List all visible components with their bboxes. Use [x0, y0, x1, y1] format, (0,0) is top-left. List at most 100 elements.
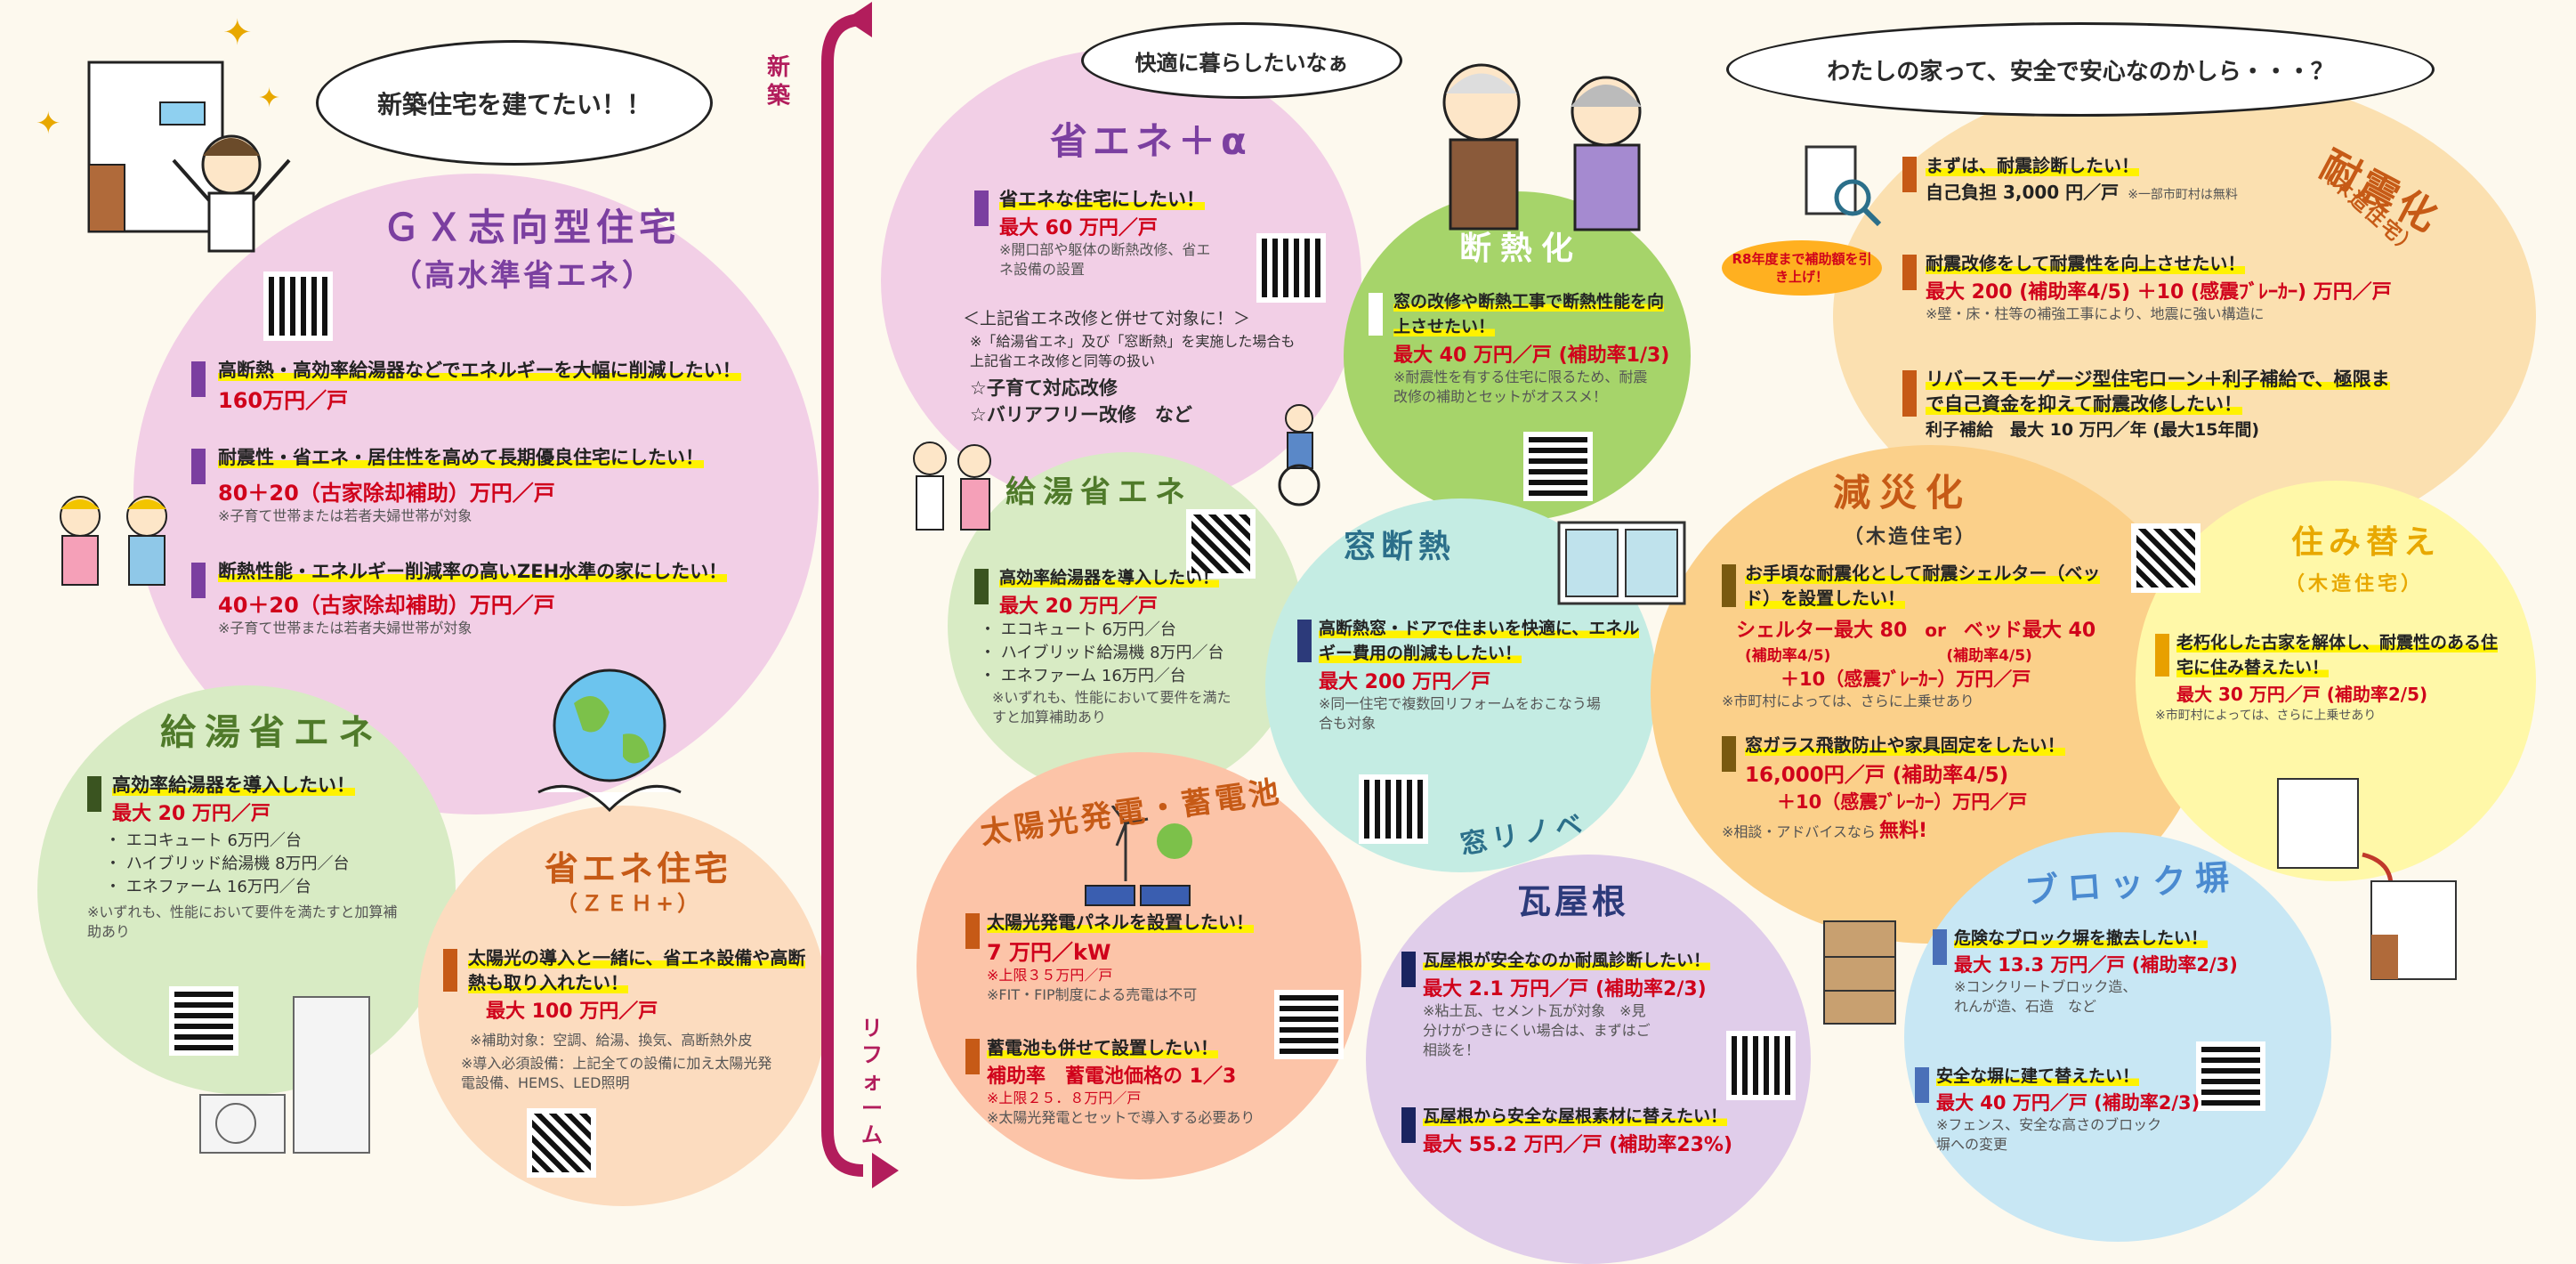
kyuto-new-circle — [37, 685, 456, 1095]
shoene-alpha-qr-code[interactable] — [1256, 233, 1326, 303]
shoene-alpha-item-text: 省エネな住宅にしたい！ — [999, 189, 1205, 210]
block-item-1-note: ※コンクリートブロック造、れんが造、石造 など — [1954, 978, 2137, 1015]
kawara-item-1-note: ※粘土瓦、セメント瓦が対象 ※見分けがつきにくい場合は、まずはご相談を！ — [1423, 1002, 1651, 1058]
taishin-item-2-amount: 最大 200 (補助率4/5) ＋10 (感震ﾌﾞﾚｰｶｰ) 万円／戸 — [1926, 281, 2392, 304]
house-move-illustration — [2277, 778, 2457, 980]
solar-item-1-note-2: ※FIT・FIP制度による売電は不可 — [987, 986, 1198, 1003]
sumikae-item-text: 老朽化した古家を解体し、耐震性のある住宅に住み替えたい！ — [2176, 633, 2499, 677]
zeh-note-2: ※導入必須設備：上記全ての設備に加え太陽光発電設備、HEMS、LED照明 — [461, 1055, 772, 1091]
danetsu-note: ※耐震性を有する住宅に限るため、耐震改修の補助とセットがオススメ！ — [1393, 369, 1648, 405]
shoene-alpha-extra-2: ☆バリアフリー改修 など — [970, 404, 1192, 425]
taishin-item-2-text: 耐震改修をして耐震性を向上させたい！ — [1926, 253, 2246, 274]
family-illustration — [913, 442, 991, 531]
mado-item: 高断熱窓・ドアで住まいを快適に、エネルギー費用の削減もしたい！ 最大 200 万… — [1297, 616, 1653, 733]
zeh-qr-code[interactable] — [527, 1108, 596, 1178]
block-item-1-amount: 最大 13.3 万円／戸 (補助率2/3) — [1954, 954, 2238, 976]
shoene-alpha-amount: 最大 60 万円／戸 — [999, 217, 1158, 239]
solar-item-1-text: 太陽光発電パネルを設置したい！ — [987, 912, 1254, 933]
gensai-item-1-amount-bed: ベッド最大 40 — [1963, 620, 2096, 642]
mado-note: ※同一住宅で複数回リフォームをおこなう場合も対象 — [1319, 695, 1601, 732]
block-item-2: 安全な塀に建て替えたい！ 最大 40 万円／戸 (補助率2/3) ※フェンス、安… — [1915, 1064, 2289, 1155]
kyuto-new-title: 給湯省エネ — [160, 712, 383, 753]
kyuto-new-list-3: ・ エネファーム 16万円／台 — [105, 878, 311, 896]
gensai-item-2-plus: ＋10（感震ﾌﾞﾚｰｶｰ）万円／戸 — [1777, 791, 2028, 813]
kawara-item-2-text: 瓦屋根から安全な屋根素材に替えたい！ — [1423, 1106, 1728, 1126]
taishin-item-3-text: リバースモーゲージ型住宅ローン＋利子補給で、極限まで自己資金を抑えて耐震改修した… — [1926, 369, 2390, 415]
kawara-item-1: 瓦屋根が安全なのか耐風診断したい！ 最大 2.1 万円／戸 (補助率2/3) ※… — [1401, 948, 1793, 1060]
gensai-item-2-free: 無料! — [1878, 820, 1927, 842]
mado-qr-code[interactable] — [1359, 774, 1428, 844]
furniture-illustration — [1823, 920, 1896, 1025]
kyuto-reform-item: 高効率給湯器を導入したい！ 最大 20 万円／戸 ・ エコキュート 6万円／台 … — [974, 565, 1295, 727]
gx-item-2-note: ※子育て世帯または若者夫婦世帯が対象 — [218, 507, 472, 524]
block-circle — [1904, 832, 2331, 1242]
kyuto-new-amount: 最大 20 万円／戸 — [112, 803, 271, 825]
water-heater-illustration — [199, 996, 370, 1154]
taishin-item-2-note: ※壁・床・柱等の補強工事により、地震に強い構造に — [1926, 305, 2265, 322]
gx-item-2-text: 耐震性・省エネ・居住性を高めて長期優良住宅にしたい！ — [218, 447, 704, 468]
gx-subtitle: （高水準省エネ） — [392, 258, 655, 294]
taishin-badge: R8年度まで補助額を引き上げ！ — [1722, 240, 1882, 296]
kyuto-reform-qr-code[interactable] — [1186, 509, 1256, 579]
danetsu-qr-code[interactable] — [1523, 432, 1593, 501]
sumikae-subtitle: （木造住宅） — [2285, 573, 2425, 596]
danetsu-item-text: 窓の改修や断熱工事で断熱性能を向上させたい！ — [1393, 292, 1665, 336]
gensai-subtitle: （木造住宅） — [1844, 526, 1978, 548]
shoene-alpha-note: ※開口部や躯体の断熱改修、省エネ設備の設置 — [999, 241, 1211, 278]
taishin-item-3-amount: 利子補給 最大 10 万円／年 (最大15年間) — [1926, 420, 2260, 440]
kyuto-new-qr-code[interactable] — [169, 986, 238, 1056]
gensai-item-1-text: お手頃な耐震化として耐震シェルター（ベッド）を設置したい！ — [1745, 563, 2101, 609]
block-item-2-text: 安全な塀に建て替えたい！ — [1936, 1066, 2140, 1086]
kyuto-reform-item-text: 高効率給湯器を導入したい！ — [999, 568, 1220, 587]
shoene-alpha-item: 省エネな住宅にしたい！ 最大 60 万円／戸 ※開口部や躯体の断熱改修、省エネ設… — [974, 187, 1277, 280]
shoene-alpha-extra-1: ☆子育て対応改修 — [970, 377, 1118, 399]
kyuto-new-list-1: ・ エコキュート 6万円／台 — [105, 831, 302, 850]
solar-item-2-text: 蓄電池も併せて設置したい！ — [987, 1037, 1218, 1058]
zeh-circle — [418, 806, 828, 1206]
sumikae-title: 住み替え — [2291, 524, 2442, 561]
gensai-item-1-note: ※市町村によっては、さらに上乗せあり — [1722, 693, 1974, 709]
house-person-illustration: ✦ ✦ ✦ — [36, 12, 291, 253]
wind-solar-illustration — [1085, 806, 1192, 906]
gx-item-2: 耐震性・省エネ・居住性を高めて長期優良住宅にしたい！ 80＋20（古家除却補助）… — [191, 445, 761, 526]
gx-item-1-text: 高断熱・高効率給湯器などでエネルギーを大幅に削減したい！ — [218, 360, 741, 381]
comfort-bubble: 快適に暮らしたいなぁ — [1081, 22, 1402, 99]
reform-label: リフォーム — [861, 1016, 883, 1147]
taishin-item-1-note: ※一部市町村は無料 — [2128, 188, 2238, 202]
gensai-item-2-text: 窓ガラス飛散防止や家具固定をしたい！ — [1745, 734, 2065, 756]
taishin-item-1: まずは、耐震診断したい！ 自己負担 3,000 円／戸 ※一部市町村は無料 — [1902, 153, 2285, 205]
kawara-qr-code[interactable] — [1726, 1031, 1796, 1100]
solar-circle — [917, 752, 1361, 1179]
solar-qr-code[interactable] — [1274, 990, 1344, 1059]
gensai-item-2-amount: 16,000円／戸 (補助率4/5) — [1745, 764, 2009, 787]
zeh-subtitle: （ＺＥＨ+） — [556, 891, 703, 916]
kyuto-reform-note: ※いずれも、性能において要件を満たすと加算補助あり — [992, 689, 1231, 725]
kyuto-new-list-2: ・ ハイブリッド給湯機 8万円／台 — [105, 855, 350, 873]
solar-item-1: 太陽光発電パネルを設置したい！ 7 万円／kW ※上限３５万円／戸 ※FIT・F… — [965, 910, 1339, 1005]
sumikae-item: 老朽化した古家を解体し、耐震性のある住宅に住み替えたい！ 最大 30 万円／戸 … — [2155, 630, 2511, 725]
kyuto-new-item-text: 高効率給湯器を導入したい！ — [112, 774, 355, 796]
elderly-couple-illustration — [1442, 63, 1642, 231]
svg-text:✦: ✦ — [258, 83, 280, 114]
gensai-item-2-note: ※相談・アドバイスなら — [1722, 823, 1876, 840]
gensai-item-1-rate-2: (補助率4/5) — [1946, 647, 2032, 665]
taishin-item-1-text: まずは、耐震診断したい！ — [1926, 155, 2139, 176]
gensai-qr-code[interactable] — [2131, 523, 2201, 593]
kawara-item-1-text: 瓦屋根が安全なのか耐風診断したい！ — [1423, 951, 1711, 970]
shoene-alpha-title: 省エネ＋α — [1050, 119, 1252, 163]
earth-hands-illustration — [537, 668, 682, 813]
gensai-item-1-rate: (補助率4/5) — [1745, 647, 1831, 665]
kawara-title: 瓦屋根 — [1517, 882, 1630, 921]
shoene-alpha-combo-note: ※「給湯省エネ」及び「窓断熱」を実施した場合も上記省エネ改修と同等の扱い — [970, 333, 1296, 369]
gx-qr-code[interactable] — [263, 271, 333, 341]
kyuto-reform-amount: 最大 20 万円／戸 — [999, 596, 1158, 618]
gx-item-3: 断熱性能・エネルギー削減率の高いZEH水準の家にしたい！ 40＋20（古家除却補… — [191, 559, 761, 638]
gx-item-2-amount: 80＋20（古家除却補助）万円／戸 — [218, 481, 555, 506]
sumikae-note: ※市町村によっては、さらに上乗せあり — [2155, 709, 2377, 723]
danetsu-circle — [1344, 191, 1691, 521]
gx-title: ＧＸ志向型住宅 — [383, 206, 682, 249]
kyuto-reform-title: 給湯省エネ — [1005, 474, 1192, 510]
inspection-icon — [1805, 145, 1882, 227]
kyuto-reform-list-1: ・ エコキュート 6万円／台 — [980, 620, 1176, 639]
block-qr-code[interactable] — [2196, 1041, 2265, 1111]
